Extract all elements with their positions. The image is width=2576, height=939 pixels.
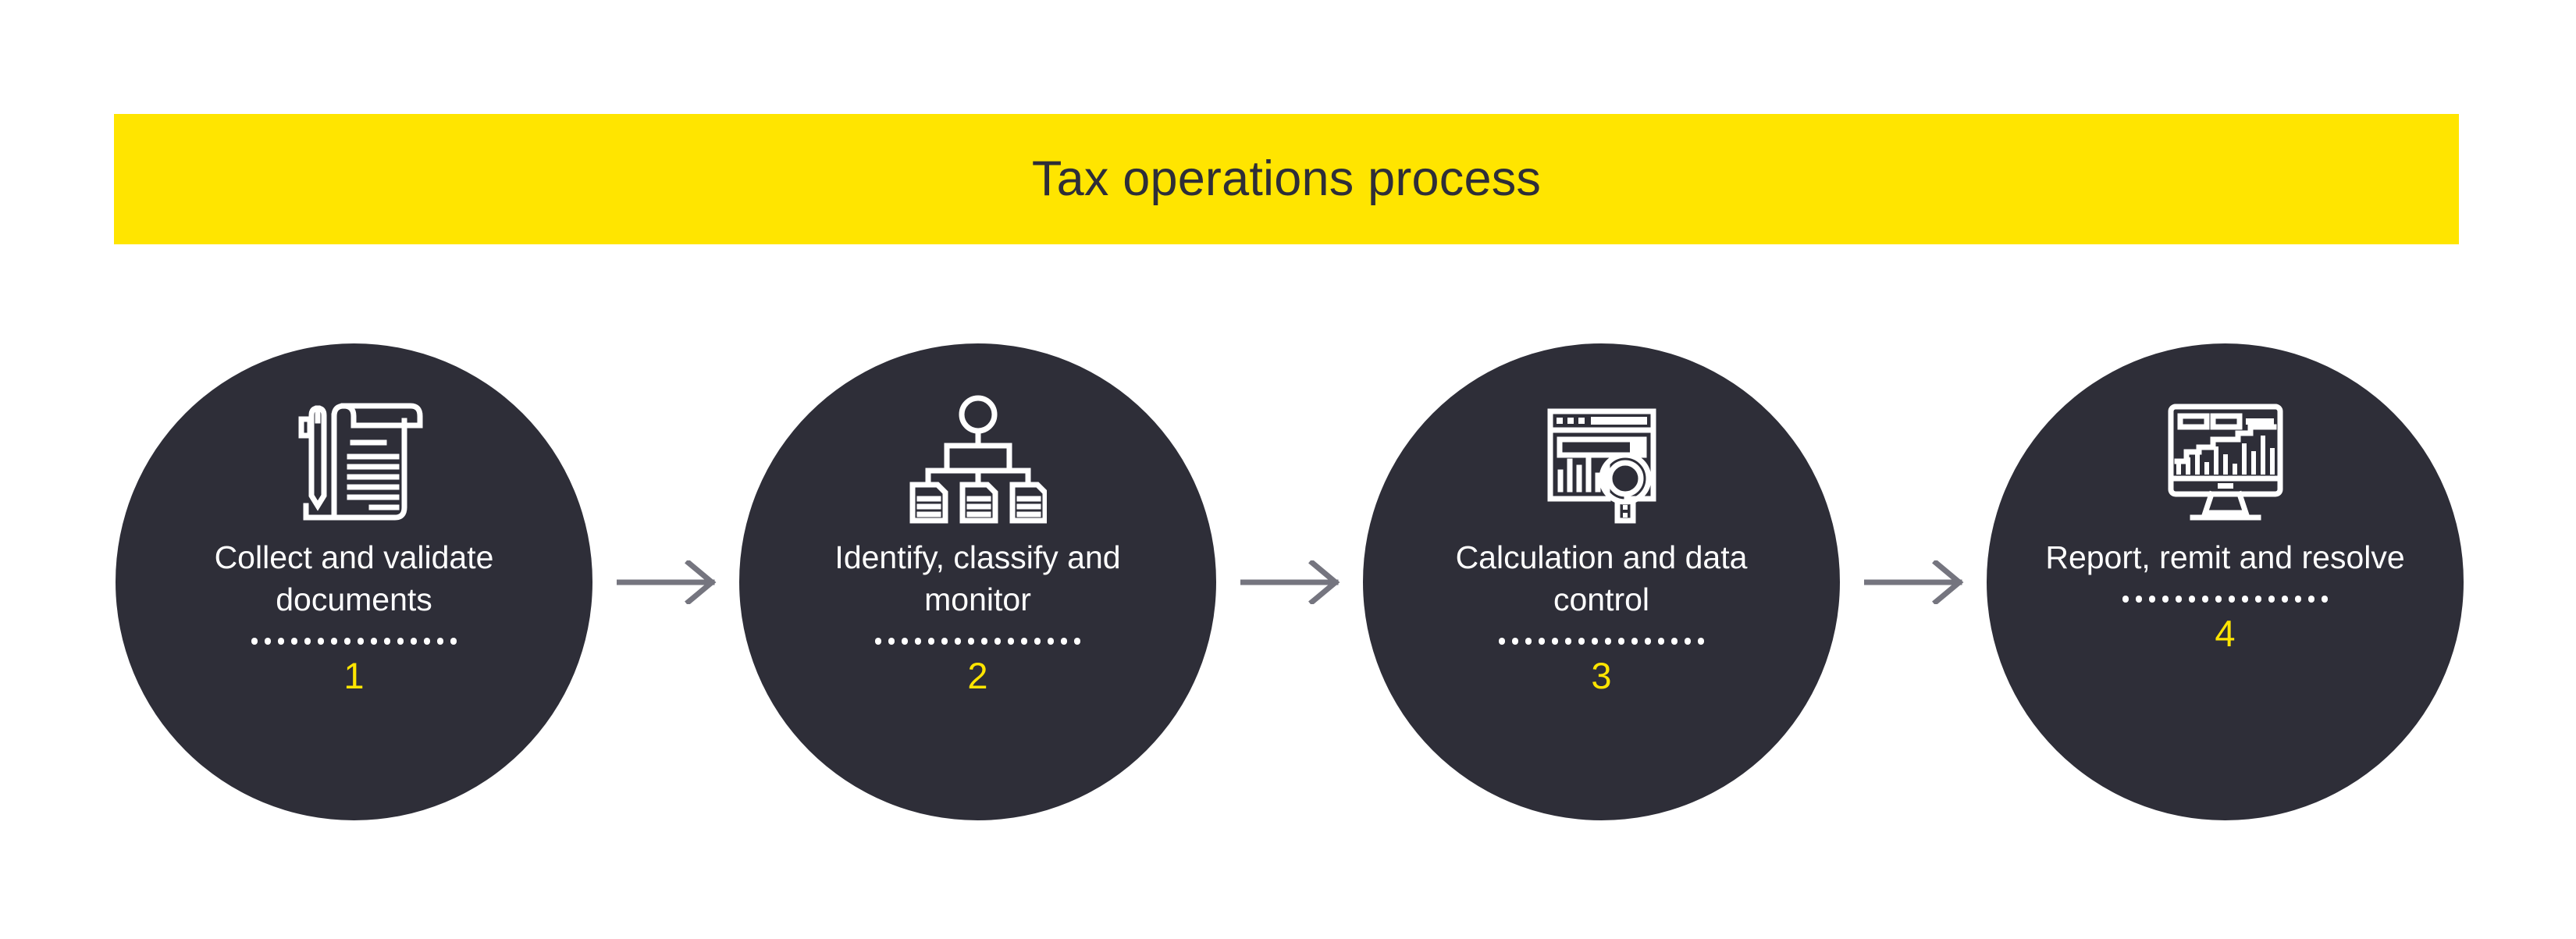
process-step-label: Identify, classify and monitor	[834, 539, 1121, 618]
process-step-label: Collect and validate documents	[214, 539, 494, 618]
process-step-2[interactable]: Identify, classify and monitor 2	[739, 343, 1216, 820]
arrow-right-icon	[1863, 559, 1966, 606]
dotted-divider	[874, 638, 1081, 645]
process-step-number: 1	[343, 654, 365, 696]
process-step-label: Calculation and data control	[1455, 539, 1748, 618]
process-step-label: Report, remit and resolve	[2045, 539, 2405, 575]
page-title: Tax operations process	[1031, 151, 1542, 206]
dotted-divider	[2122, 596, 2329, 603]
process-flow: Collect and validate documents 1	[0, 343, 2576, 821]
hierarchy-documents-icon	[904, 390, 1052, 527]
arrow-right-icon	[1239, 559, 1342, 606]
process-step-number: 2	[967, 654, 988, 696]
process-step-3[interactable]: Calculation and data control 3	[1363, 343, 1840, 820]
process-step-number: 3	[1591, 654, 1612, 696]
scroll-document-pen-icon	[280, 390, 429, 527]
dotted-divider	[251, 638, 457, 645]
dotted-divider	[1498, 638, 1705, 645]
process-step-number: 4	[2215, 612, 2236, 654]
monitor-dashboard-chart-icon	[2151, 390, 2300, 527]
arrow-right-icon	[615, 559, 718, 606]
page-banner: Tax operations process	[114, 114, 2459, 244]
browser-chart-magnifier-icon	[1528, 390, 1676, 527]
process-step-1[interactable]: Collect and validate documents 1	[116, 343, 592, 820]
process-step-4[interactable]: Report, remit and resolve 4	[1987, 343, 2464, 820]
